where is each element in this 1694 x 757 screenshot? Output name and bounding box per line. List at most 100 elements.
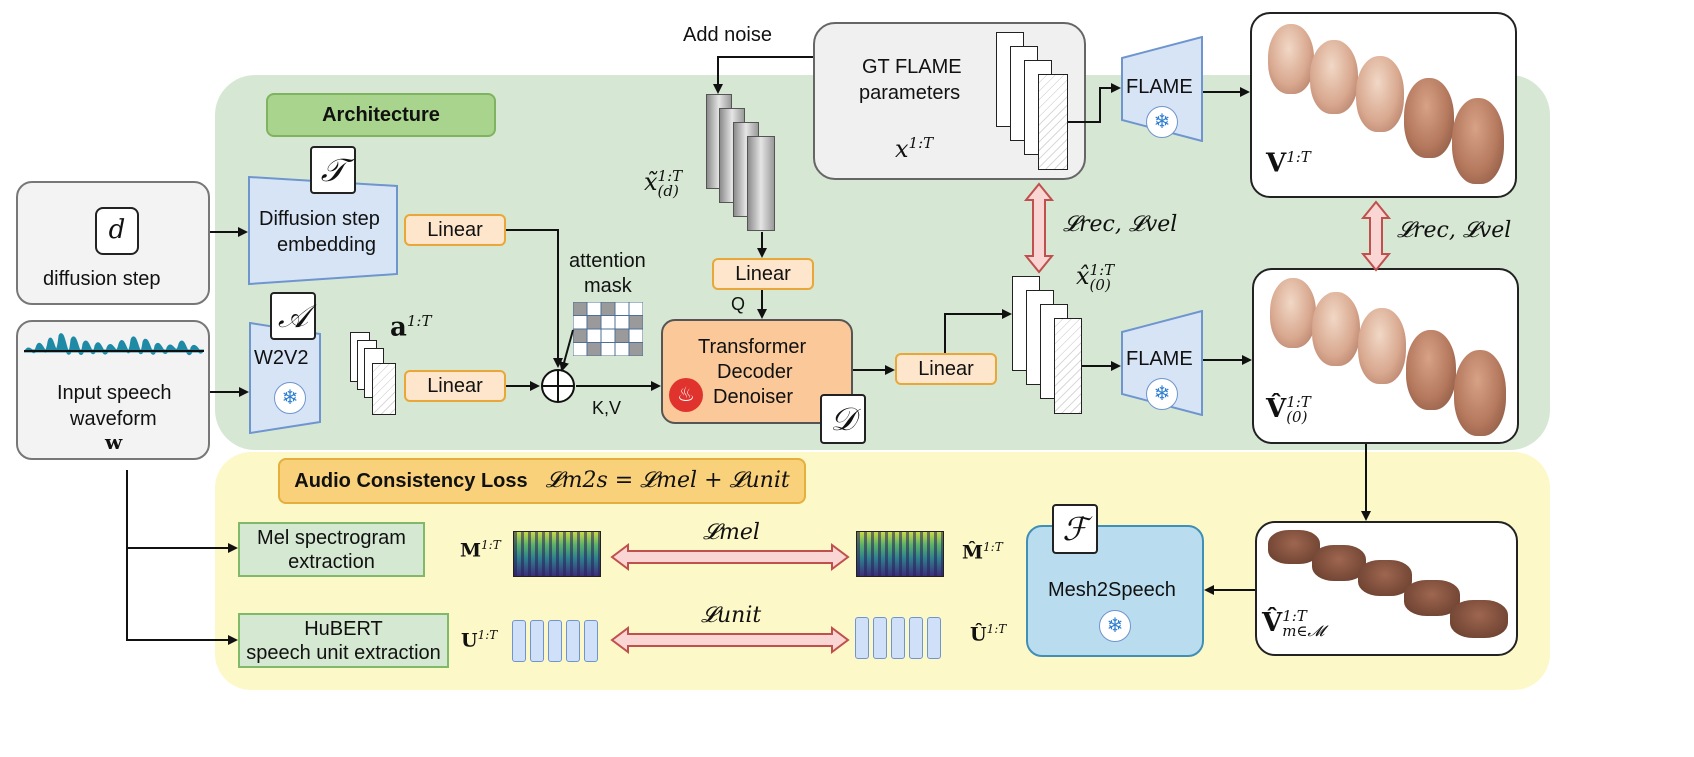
q-label: Q — [731, 294, 746, 314]
speech-label-line1: Input speech — [57, 382, 172, 404]
speech-unit-token — [548, 620, 562, 662]
t-symbol: 𝒯 — [310, 146, 356, 194]
speech-symbol: w — [105, 430, 123, 454]
speech-unit-token — [855, 617, 869, 659]
diffusion-step-label: diffusion step — [43, 268, 161, 290]
add-noise-label: Add noise — [683, 24, 772, 46]
sum-node — [541, 369, 575, 403]
flame-icon: ♨ — [669, 378, 703, 412]
attention-mask-line2: mask — [584, 275, 632, 297]
diffusion-step-symbol: d — [95, 207, 139, 255]
gt-x-label: x1:T — [895, 134, 934, 163]
m-gt-label: M1:T — [460, 538, 501, 562]
mesh2speech-label: Mesh2Speech — [1048, 579, 1176, 601]
snowflake-icon: ❄ — [1146, 106, 1178, 138]
gt-param-frame — [1038, 74, 1068, 170]
linear-audio: Linear — [404, 370, 506, 402]
mouth-mesh-icon — [1312, 545, 1366, 581]
arrow-speech-to-mel — [126, 470, 238, 553]
speech-unit-token — [927, 617, 941, 659]
arrow-mask-to-sum — [559, 329, 574, 372]
loss-mel-label: 𝓛mel — [703, 520, 760, 545]
face-mesh-icon — [1310, 40, 1358, 114]
linear-output: Linear — [895, 353, 997, 385]
arrow-linear-to-pred — [944, 309, 1012, 353]
flame-top-label: FLAME — [1126, 76, 1193, 98]
snowflake-icon: ❄ — [1146, 378, 1178, 410]
loss-rec-arrow-right — [1360, 200, 1392, 272]
linear-diffusion: Linear — [404, 214, 506, 246]
a-seq-label: a1:T — [390, 312, 432, 343]
arrow-linear-to-sum — [506, 229, 563, 368]
hubert-line1: HuBERT — [304, 617, 383, 640]
face-mesh-icon — [1356, 56, 1404, 132]
loss-unit-arrow — [610, 626, 850, 654]
attention-mask-line1: attention — [569, 250, 646, 272]
spectrogram-icon — [513, 531, 601, 577]
mouth-mesh-icon — [1450, 600, 1508, 638]
audio-loss-formula: 𝓛m2s = 𝓛mel + 𝓛unit — [545, 467, 790, 493]
arrow-add-noise — [713, 56, 813, 94]
face-mesh-icon — [1312, 292, 1360, 366]
w2v2-label: W2V2 — [254, 347, 309, 369]
waveform-icon — [24, 333, 204, 356]
u-pred-label: Û1:T — [970, 622, 1007, 646]
loss-rec-vel-middle: 𝓛rec, 𝓛vel — [1063, 212, 1178, 237]
gt-flame-line2: parameters — [859, 82, 961, 104]
attention-mask-grid — [573, 302, 643, 356]
speech-unit-token — [891, 617, 905, 659]
transformer-line3: Denoiser — [713, 386, 794, 408]
diffusion-embedding-line1: Diffusion step — [259, 208, 380, 230]
mel-extraction: Mel spectrogram extraction — [238, 522, 425, 577]
face-mesh-icon — [1270, 278, 1316, 348]
audio-feature-frame — [372, 363, 396, 415]
speech-unit-token — [584, 620, 598, 662]
flame-top-shape — [1121, 36, 1203, 142]
m-pred-label: M̂1:T — [962, 540, 1003, 564]
architecture-title: Architecture — [266, 93, 496, 137]
face-mesh-icon — [1404, 78, 1454, 158]
linear-noisy: Linear — [712, 258, 814, 290]
mouth-mesh-icon — [1268, 530, 1320, 564]
u-gt-label: U1:T — [461, 628, 498, 652]
v-gt-label: V1:T — [1266, 148, 1311, 179]
face-mesh-icon — [1454, 350, 1506, 436]
transformer-line1: Transformer — [698, 336, 807, 358]
loss-unit-label: 𝓛unit — [701, 603, 762, 628]
loss-rec-arrow-middle — [1023, 182, 1055, 274]
spectrogram-icon — [856, 531, 944, 577]
audio-loss-title: Audio Consistency Loss 𝓛m2s = 𝓛mel + 𝓛un… — [278, 458, 806, 504]
mel-extraction-line2: extraction — [288, 550, 375, 573]
pred-x-label: x̂1:T(0) — [1076, 260, 1115, 294]
kv-label: K,V — [592, 398, 622, 418]
arrow-gt-to-flame — [1068, 83, 1121, 123]
v-pred-label: V̂1:T(0) — [1266, 393, 1311, 426]
noisy-x-label: x̃1:T(d) — [644, 166, 683, 200]
speech-unit-token — [873, 617, 887, 659]
diffusion-step-input — [16, 181, 210, 305]
face-mesh-icon — [1452, 98, 1504, 184]
mouth-mesh-icon — [1358, 560, 1412, 596]
speech-unit-token — [530, 620, 544, 662]
face-mesh-icon — [1268, 24, 1314, 94]
loss-rec-vel-right: 𝓛rec, 𝓛vel — [1397, 218, 1512, 243]
mel-extraction-line1: Mel spectrogram — [257, 526, 406, 549]
loss-mel-arrow — [610, 543, 850, 571]
face-mesh-icon — [1358, 308, 1406, 384]
d-symbol: 𝒟 — [820, 394, 866, 444]
transformer-line2: Decoder — [717, 361, 793, 383]
speech-unit-token — [566, 620, 580, 662]
audio-loss-label: Audio Consistency Loss — [294, 470, 528, 492]
noisy-frame — [747, 136, 775, 231]
diffusion-embedding-line2: embedding — [277, 234, 376, 256]
hubert-extraction: HuBERT speech unit extraction — [238, 613, 449, 668]
face-mesh-icon — [1406, 330, 1456, 410]
speech-unit-token — [909, 617, 923, 659]
snowflake-icon: ❄ — [274, 382, 306, 414]
flame-bottom-label: FLAME — [1126, 348, 1193, 370]
pred-param-frame — [1054, 318, 1082, 414]
speech-label-line2: waveform — [70, 408, 157, 430]
a-symbol: 𝒜 — [270, 292, 316, 340]
